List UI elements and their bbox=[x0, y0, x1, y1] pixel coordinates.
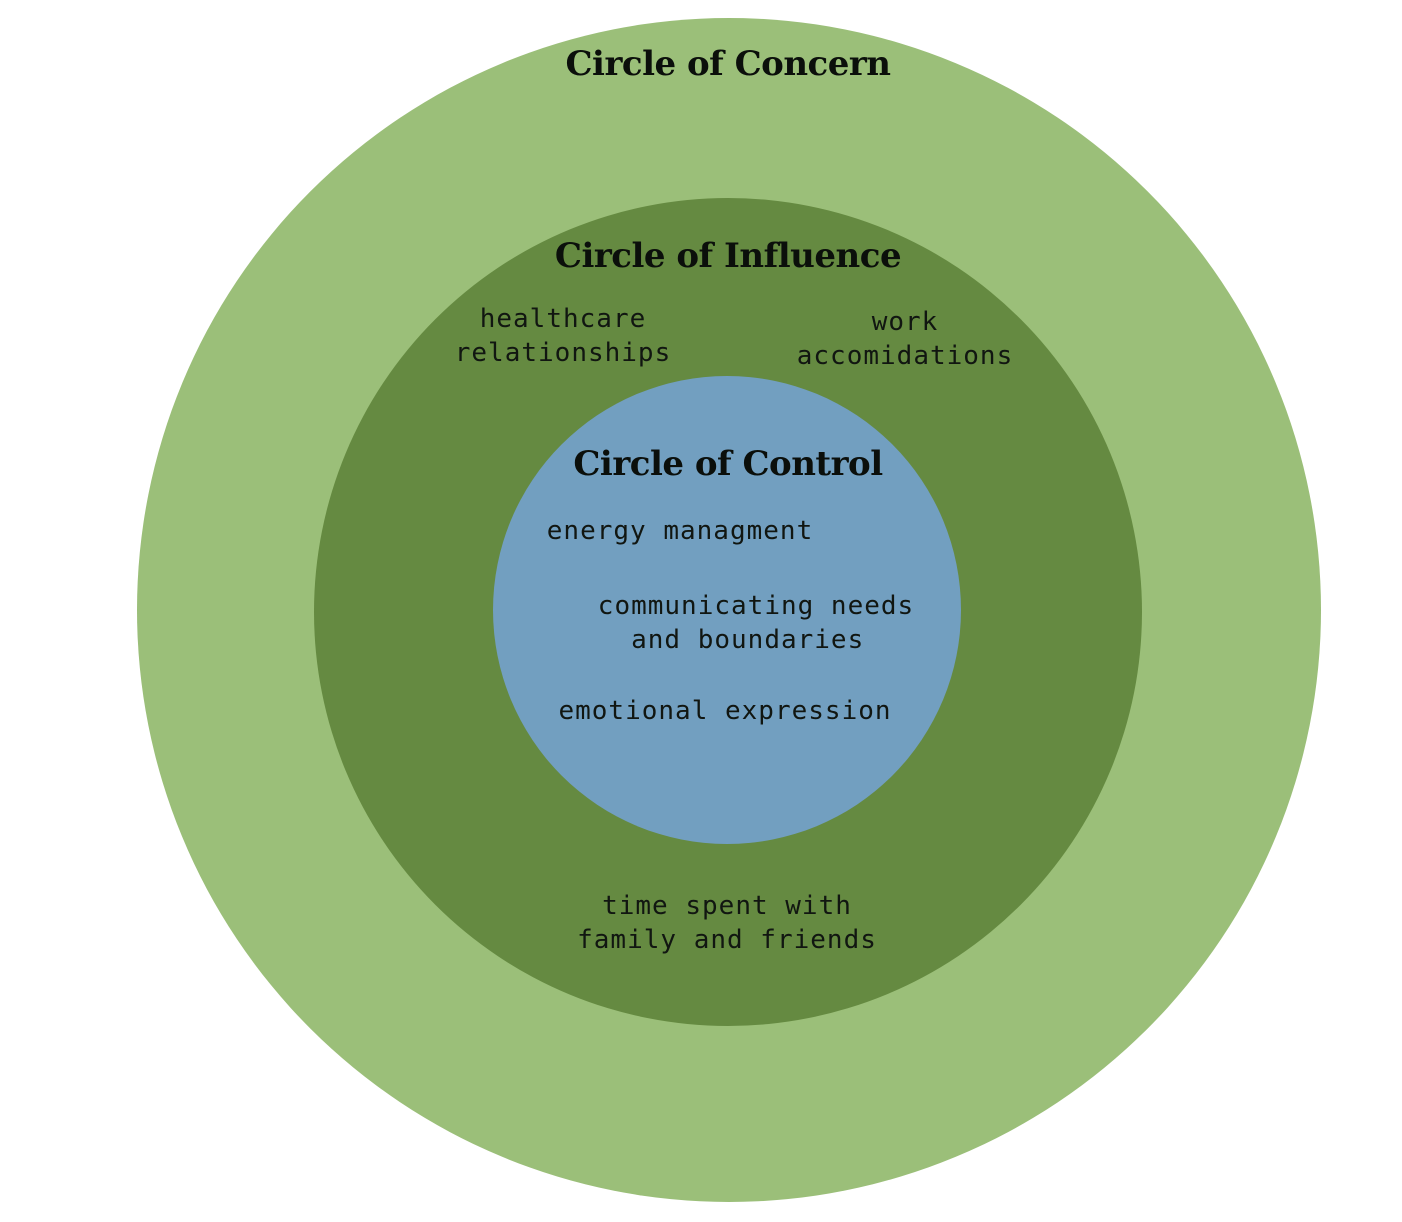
influence-item-family: time spent with family and friends bbox=[577, 891, 877, 955]
control-item-energy: energy managment bbox=[546, 516, 814, 546]
control-item-communicating: communicating needs and boundaries bbox=[597, 591, 915, 655]
influence-item-work: work accomidations bbox=[796, 307, 1014, 371]
concern-title: Circle of Concern bbox=[565, 44, 891, 84]
influence-title: Circle of Influence bbox=[554, 236, 902, 276]
influence-item-healthcare: healthcare relationships bbox=[454, 304, 672, 368]
control-item-emotional: emotional expression bbox=[558, 696, 892, 726]
circle-of-control bbox=[493, 376, 961, 844]
control-title: Circle of Control bbox=[573, 444, 883, 484]
